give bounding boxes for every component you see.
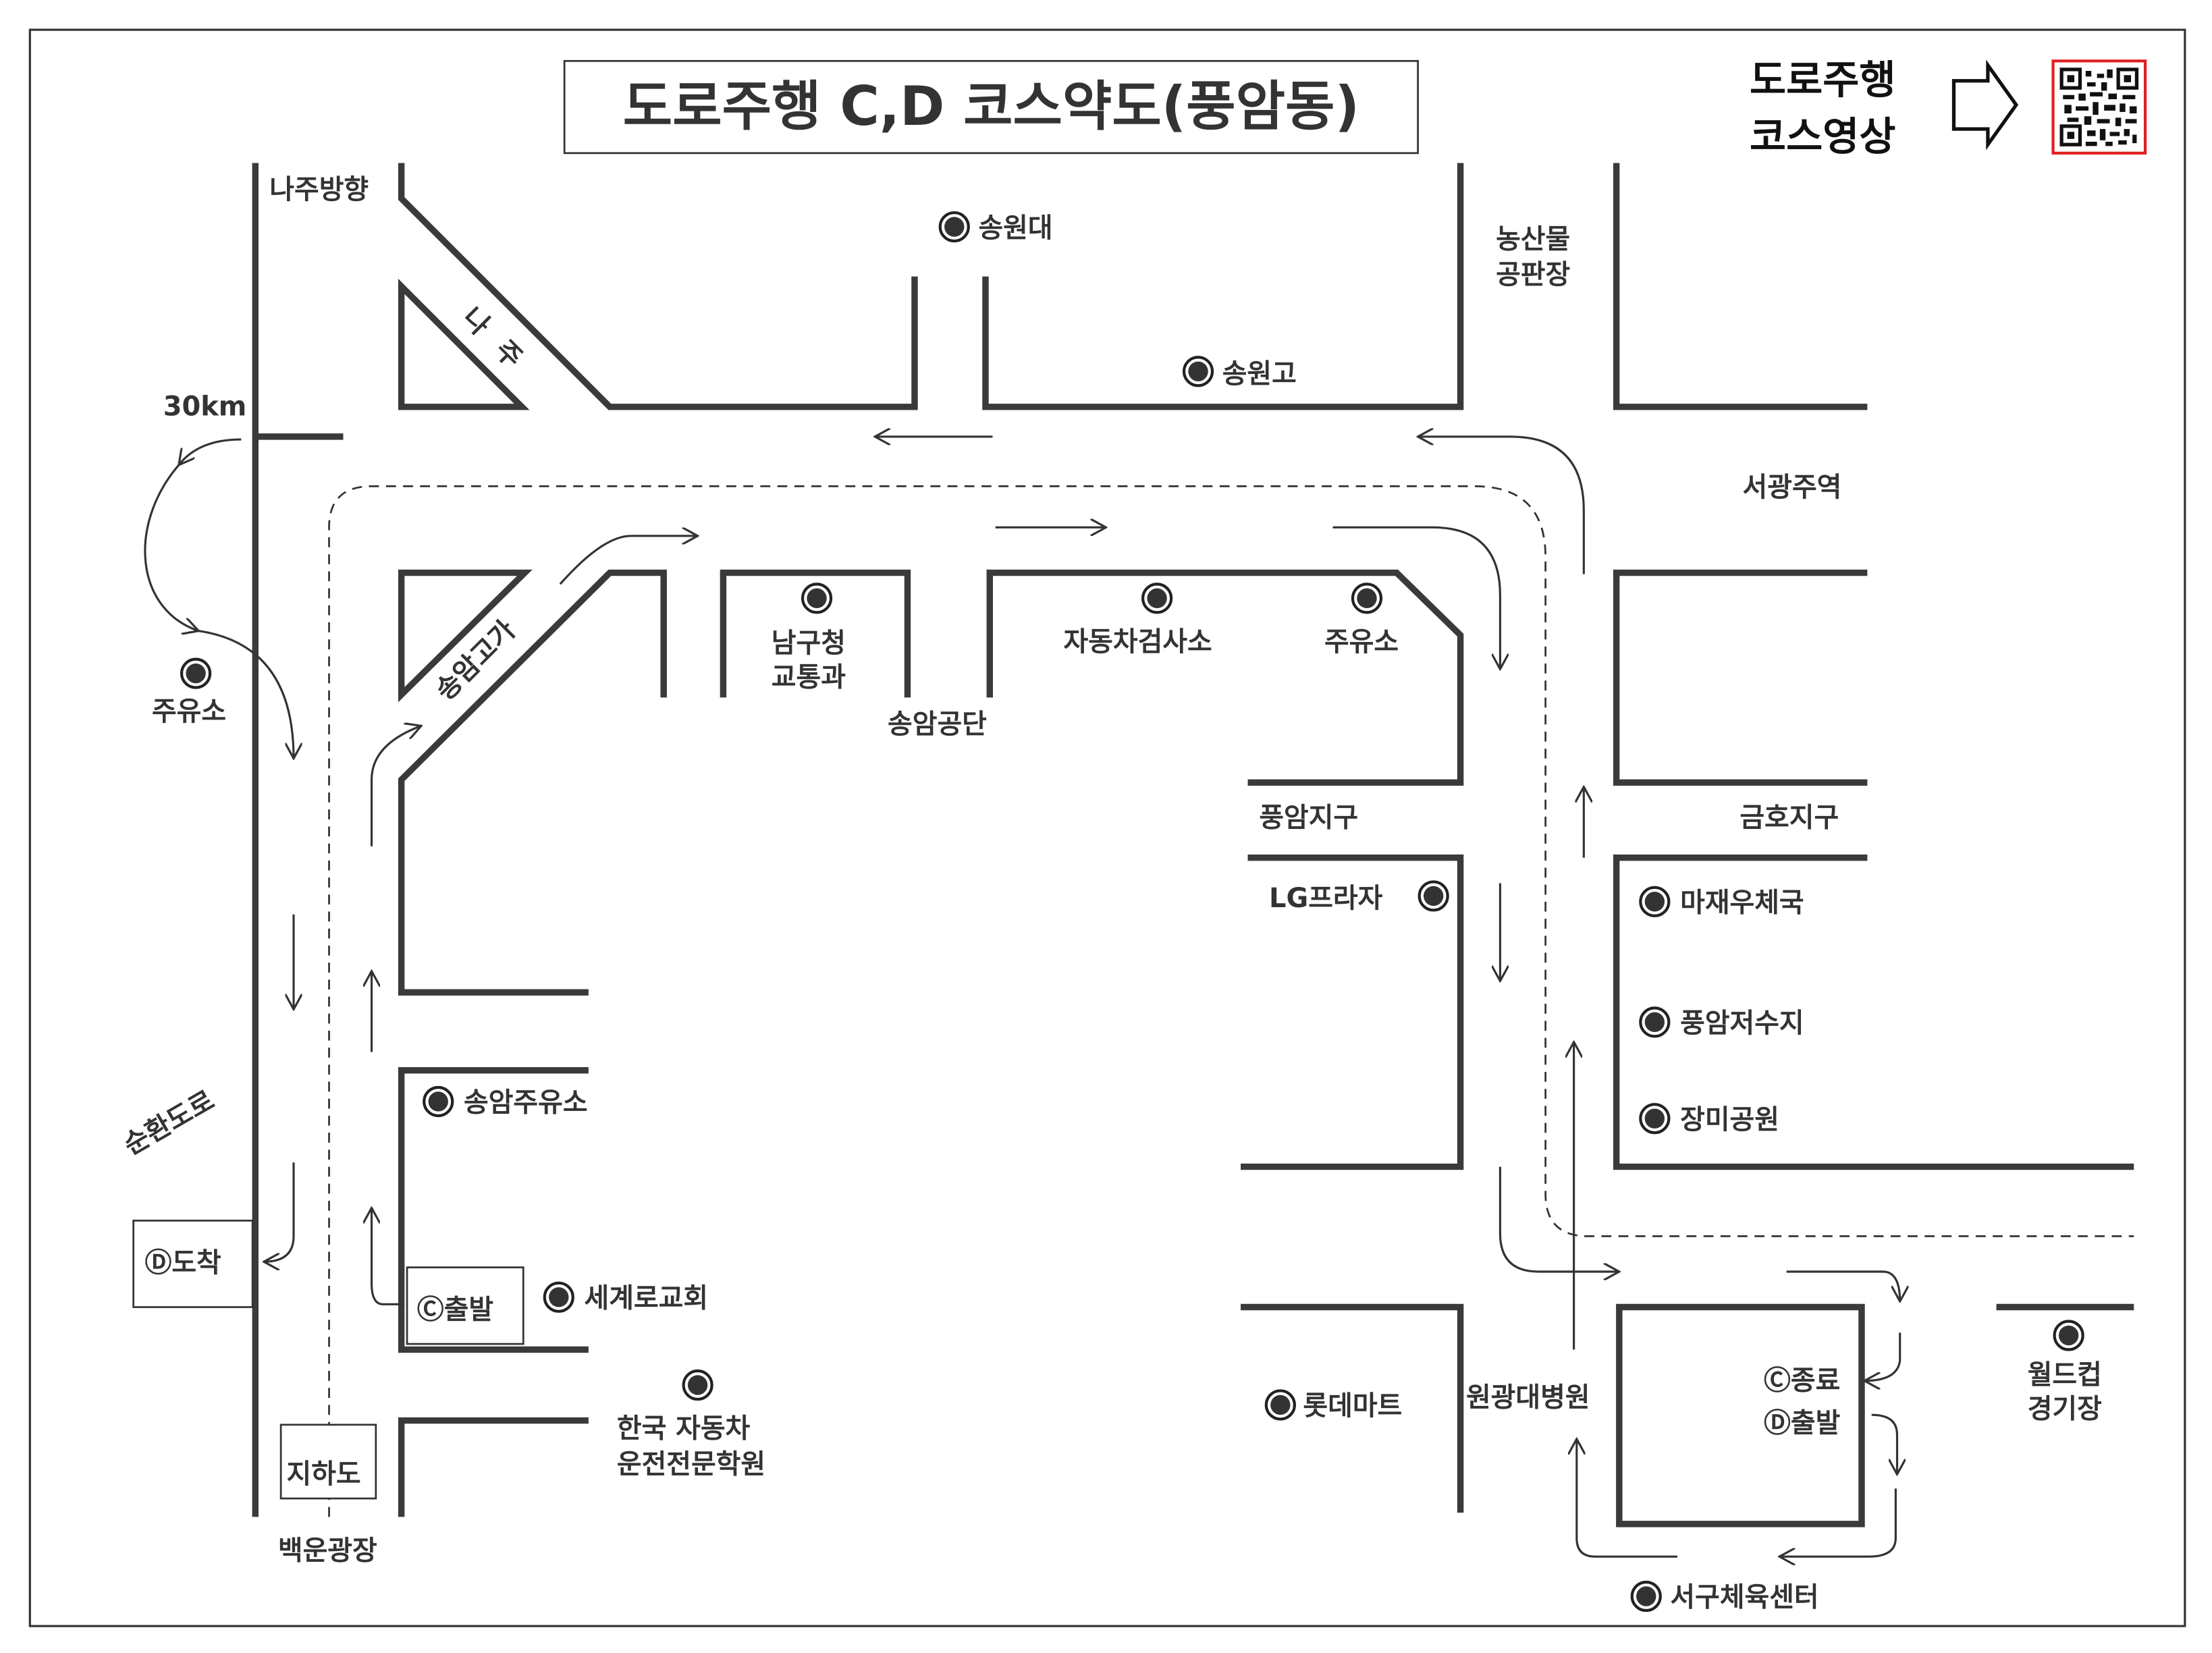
place-label: 주유소 [1324, 626, 1399, 657]
page-border [28, 28, 2186, 1627]
c-start-label: Ⓒ출발 [417, 1294, 493, 1325]
place-label: 서구체육센터 [1670, 1582, 1818, 1613]
naju-road-label-2: 주 [489, 334, 528, 373]
place-label: 경기장 [2028, 1393, 2102, 1424]
right-arrow-icon [1951, 59, 2019, 151]
d-arrive-box [132, 1220, 254, 1308]
marker-icon [543, 1281, 574, 1313]
page-title: 도로주행 C,D 코스약도(풍암동) [623, 75, 1359, 138]
c-start-box [406, 1266, 524, 1345]
marker-icon [1418, 880, 1449, 912]
marker-icon [2053, 1320, 2084, 1351]
place-label: 풍암저수지 [1680, 1008, 1804, 1039]
course-route-dashed [328, 485, 2134, 1517]
place-label: 마재우체국 [1680, 888, 1804, 919]
place-label: 남구청 [772, 628, 846, 659]
place-label: 한국 자동차 [617, 1413, 751, 1444]
place-label: 주유소 [152, 696, 226, 727]
direction-arrows [144, 437, 1900, 1556]
place-label: 월드컵 [2028, 1359, 2102, 1390]
place-label: 운전전문학원 [617, 1448, 765, 1480]
marker-icon [938, 211, 970, 243]
place-label: 농산물 [1496, 224, 1570, 255]
place-label: LG프라자 [1269, 883, 1383, 914]
marker-icon [180, 657, 212, 689]
place-label: 풍암지구 [1259, 803, 1358, 834]
square-label: 백운광장 [278, 1535, 377, 1566]
speed-limit-label: 30km [163, 391, 247, 422]
d-arrive-label: Ⓓ도착 [144, 1247, 221, 1278]
place-label: 공판장 [1496, 259, 1570, 290]
place-label: 롯데마트 [1303, 1390, 1402, 1421]
video-label-line2: 코스영상 [1750, 113, 1895, 160]
ring-road-label: 순환도로 [118, 1085, 219, 1161]
place-label: 송암주유소 [464, 1087, 588, 1118]
marker-icon [801, 582, 833, 614]
place-label: 교통과 [772, 662, 846, 693]
road-network [252, 163, 2134, 1527]
place-label: 서광주역 [1743, 472, 1842, 503]
underpass-label: 지하도 [287, 1459, 361, 1490]
underpass-box [279, 1424, 377, 1500]
qr-code-icon[interactable] [2051, 59, 2147, 155]
overpass-label: 송암고가 [429, 614, 522, 707]
marker-icon [1182, 356, 1214, 387]
marker-icon [423, 1085, 454, 1118]
marker-icon [1141, 582, 1173, 614]
naju-direction-label: 나주방향 [269, 174, 369, 205]
place-label: 자동차검사소 [1063, 626, 1212, 657]
d-start-label: Ⓓ출발 [1764, 1407, 1840, 1438]
place-label: 송원대 [978, 213, 1052, 244]
marker-icon [1630, 1580, 1662, 1613]
c-end-label: Ⓒ종료 [1764, 1365, 1840, 1396]
marker-icon [1639, 1006, 1671, 1038]
marker-icon [1264, 1389, 1296, 1421]
place-label: 송원고 [1222, 358, 1297, 389]
marker-icon [1639, 886, 1671, 917]
place-label: 송암공단 [888, 709, 987, 740]
place-label: 장미공원 [1680, 1104, 1779, 1135]
marker-icon [682, 1369, 713, 1401]
place-label: 원광대병원 [1466, 1382, 1590, 1413]
title-box [563, 59, 1419, 155]
marker-icon [1639, 1103, 1671, 1135]
location-markers [180, 211, 2084, 1613]
marker-icon [1351, 582, 1383, 614]
naju-road-label-1: 나 [456, 302, 496, 342]
video-label-line1: 도로주행 [1750, 57, 1895, 103]
place-label: 세계로교회 [585, 1283, 709, 1314]
place-label: 금호지구 [1739, 803, 1839, 834]
